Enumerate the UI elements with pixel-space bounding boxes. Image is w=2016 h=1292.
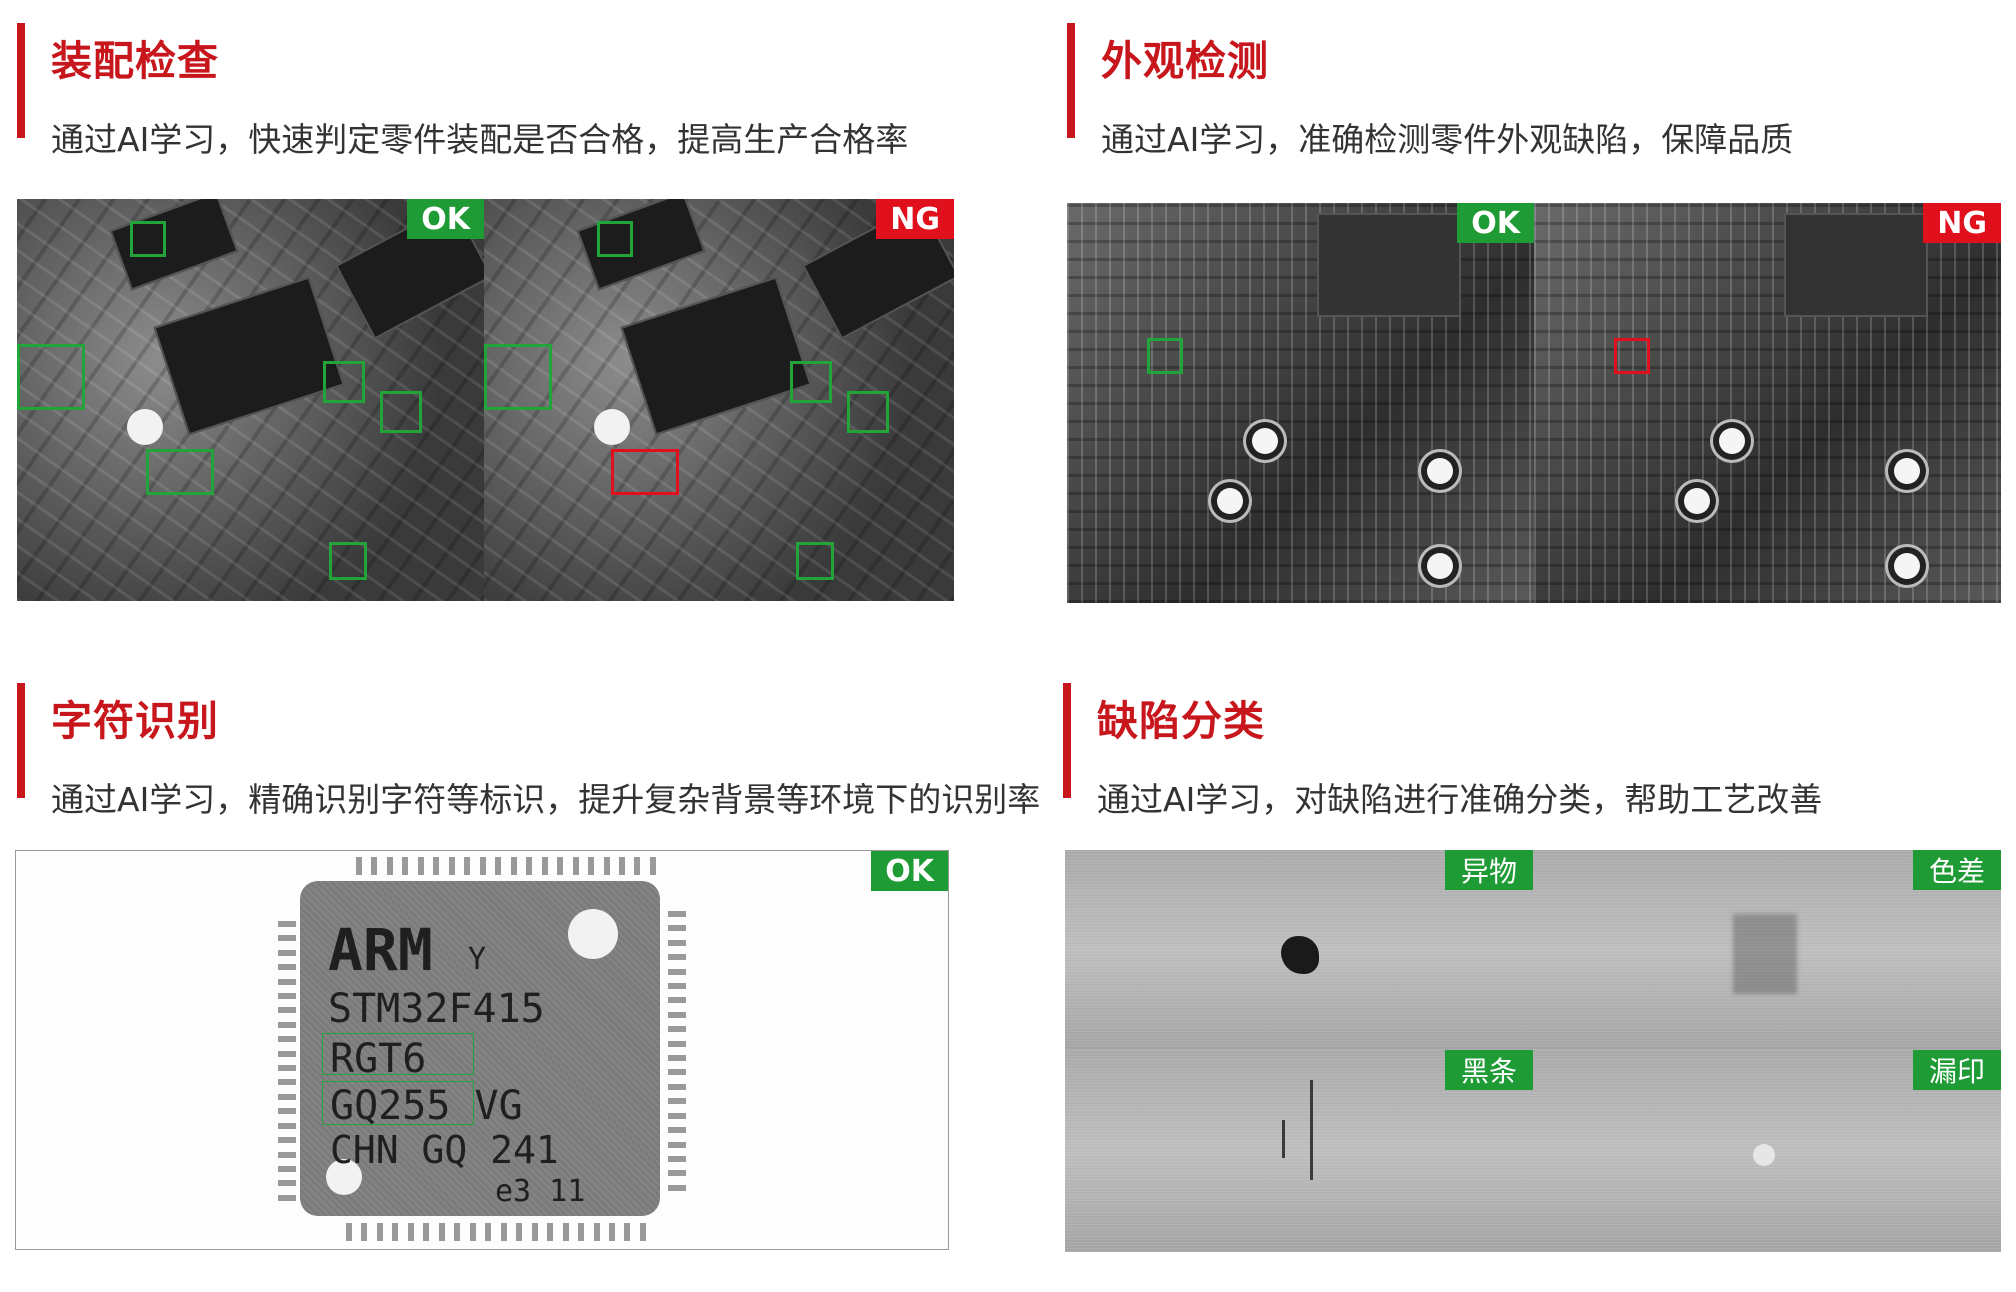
defect-cell-missing-print: 漏印 [1533, 1050, 2001, 1252]
ng-detection-box [611, 449, 679, 495]
defect-label: 异物 [1444, 850, 1533, 890]
ok-badge: OK [1457, 203, 1534, 243]
section-title: 外观检测 [1101, 37, 1269, 85]
chip-pins-top [356, 857, 656, 875]
defect-label: 漏印 [1912, 1050, 2001, 1090]
pcb-image-ng: NG [484, 199, 954, 601]
ok-detection-box [1147, 338, 1183, 374]
chip-text-line: RGT6 [330, 1036, 427, 1082]
ok-detection-box [17, 344, 85, 410]
chip-marker-dot [568, 909, 618, 959]
appearance-image-panel: OK NG [1067, 203, 2001, 603]
ok-detection-box [484, 344, 552, 410]
defect-cell-foreign-matter: 异物 [1065, 850, 1533, 1050]
ocr-detection-box [322, 1081, 474, 1125]
section-description: 通过AI学习，快速判定零件装配是否合格，提高生产合格率 [51, 120, 909, 159]
capacitor [127, 409, 163, 445]
foreign-matter-spot [1281, 936, 1319, 974]
accent-bar [17, 683, 25, 798]
via-hole [1894, 458, 1920, 484]
pcb-image-ng: NG [1534, 203, 2001, 603]
ic-chip [1317, 213, 1461, 317]
chip-text-brand: ARM [328, 916, 433, 984]
section-title: 装配检查 [51, 37, 219, 85]
chip-pins-left [278, 921, 296, 1201]
ok-detection-box [323, 361, 365, 403]
chip-marker-dot [326, 1159, 362, 1195]
accent-bar [17, 23, 25, 138]
ok-detection-box [790, 361, 832, 403]
ic-chip [620, 276, 812, 436]
chip-text-line: e3 11 [495, 1174, 586, 1209]
black-streak [1282, 1120, 1285, 1158]
ocr-image-panel: ARM Y STM32F415 RGT6 GQ255 VG CHN GQ 241… [15, 850, 949, 1250]
qfp-chip: ARM Y STM32F415 RGT6 GQ255 VG CHN GQ 241… [300, 881, 660, 1216]
chip-text-line: GQ255 VG [330, 1083, 523, 1129]
color-diff-patch [1733, 914, 1797, 994]
section-title: 字符识别 [51, 697, 219, 745]
ok-detection-box [146, 449, 214, 495]
chip-text-brand-sub: Y [468, 942, 487, 977]
section-description: 通过AI学习，准确检测零件外观缺陷，保障品质 [1101, 120, 1794, 159]
ic-chip [1784, 213, 1928, 317]
ok-detection-box [796, 542, 834, 580]
ok-badge: OK [871, 851, 948, 891]
chip-pins-bottom [346, 1223, 646, 1241]
section-description: 通过AI学习，对缺陷进行准确分类，帮助工艺改善 [1097, 780, 1823, 819]
ng-badge: NG [876, 199, 954, 239]
ok-detection-box [380, 391, 422, 433]
ok-detection-box [329, 542, 367, 580]
via-hole [1719, 428, 1745, 454]
defects-image-panel: 异物 色差 黑条 漏印 [1065, 850, 2001, 1252]
chip-text-line: STM32F415 [328, 986, 545, 1032]
ok-detection-box [130, 221, 166, 257]
missing-print-spot [1753, 1144, 1775, 1166]
pcb-image-ok: OK [1067, 203, 1534, 603]
pcb-image-ok: OK [17, 199, 484, 601]
capacitor [594, 409, 630, 445]
via-hole [1684, 488, 1710, 514]
ic-chip [576, 199, 706, 291]
accent-bar [1063, 683, 1071, 798]
via-hole [1427, 458, 1453, 484]
ok-detection-box [597, 221, 633, 257]
defect-label: 色差 [1912, 850, 2001, 890]
defect-label: 黑条 [1444, 1050, 1533, 1090]
defect-cell-color-diff: 色差 [1533, 850, 2001, 1050]
section-description: 通过AI学习，精确识别字符等标识，提升复杂背景等环境下的识别率 [51, 780, 1041, 819]
accent-bar [1067, 23, 1075, 138]
assembly-image-panel: OK NG [17, 199, 954, 601]
chip-pins-right [668, 911, 686, 1191]
via-hole [1217, 488, 1243, 514]
section-title: 缺陷分类 [1097, 697, 1265, 745]
chip-text-line: CHN GQ 241 [330, 1128, 559, 1172]
ic-chip [153, 276, 345, 436]
ok-badge: OK [407, 199, 484, 239]
ng-detection-box [1614, 338, 1650, 374]
ng-badge: NG [1923, 203, 2001, 243]
via-hole [1252, 428, 1278, 454]
black-streak [1310, 1080, 1313, 1180]
ocr-detection-box [322, 1033, 474, 1075]
ok-detection-box [847, 391, 889, 433]
via-hole [1894, 553, 1920, 579]
ic-chip [109, 199, 239, 291]
defect-cell-black-streak: 黑条 [1065, 1050, 1533, 1252]
via-hole [1427, 553, 1453, 579]
